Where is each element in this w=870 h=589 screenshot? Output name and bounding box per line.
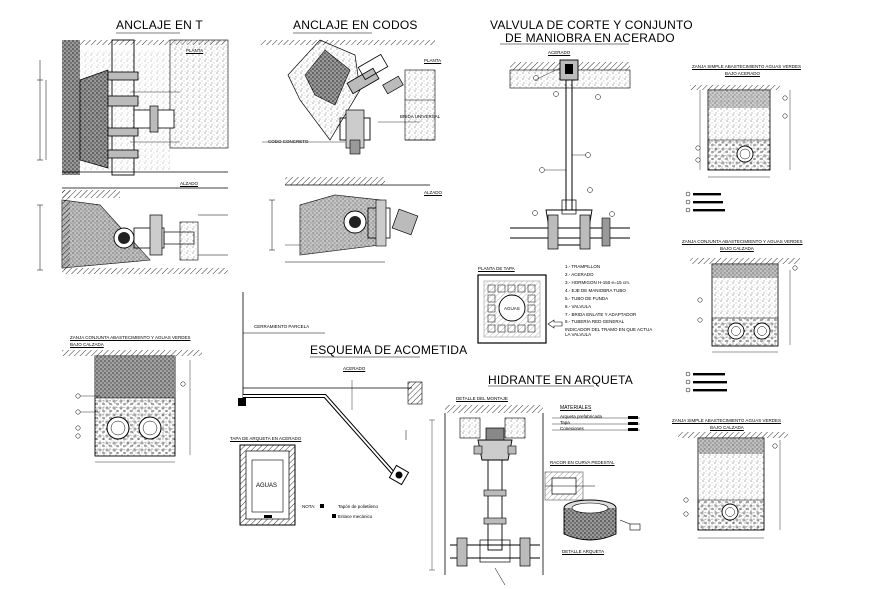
material-row: Arqueta prefabricada: [560, 414, 603, 419]
label-bajo-calzada-left: BAJO CALZADA: [70, 342, 104, 347]
label-planta-tapa: PLANTA DE TAPA: [478, 266, 515, 271]
valve-legend-item: 1.- TRAMPILLON: [565, 264, 601, 269]
label-zanja-conjunta-left: ZANJA CONJUNTA ABASTECIMIENTO Y AGUAS VE…: [70, 335, 191, 340]
racor-detail: [544, 471, 595, 501]
title-valvula-line1: VALVULA DE CORTE Y CONJUNTO: [490, 18, 693, 32]
label-alzado-codos: ALZADO: [424, 190, 443, 195]
label-acerado-valvula: ACERADO: [548, 50, 571, 55]
label-enlace: Enlace mecánico: [338, 514, 373, 519]
label-bajo-calzada-right: BAJO CALZADA: [720, 246, 754, 251]
label-nota: NOTA:: [302, 504, 316, 509]
hidrante-section: [429, 405, 544, 586]
valve-legend-item: 4.- EJE DE MANIOBRA TUBO: [565, 288, 626, 293]
label-detalle-montaje: DETALLE DEL MONTAJE: [456, 396, 508, 401]
zanja-2-legend-bars: [685, 371, 727, 393]
valve-legend-item: 8.- TUBERIA RED GENERAL: [565, 319, 625, 324]
zanja-simple-acerado: [690, 85, 791, 178]
label-zanja-simple-calzada: ZANJA SIMPLE ABASTECIMIENTO AGUAS VERDES: [672, 418, 781, 423]
planta-de-tapa: [477, 274, 547, 344]
valve-legend-note: INDICADOR DEL TRAMO EN QUE ACTUA LA VALV…: [565, 327, 653, 337]
hidrante-materials-lines: [552, 416, 640, 431]
detalle-arqueta-3d: [563, 499, 641, 541]
esquema-acometida: [238, 292, 423, 518]
valve-legend-item: 7.- BRIDA ENLATE Y ADAPTADOR: [565, 312, 637, 317]
label-planta-t: PLANTA: [186, 48, 204, 53]
label-materiales: MATERIALES: [560, 405, 592, 411]
label-zanja-conjunta-right: ZANJA CONJUNTA ABASTECIMIENTO Y AGUAS VE…: [682, 239, 803, 244]
label-union-universal: BRIDA UNIVERSAL: [400, 114, 441, 119]
anclaje-t-plan: [37, 39, 229, 176]
valve-legend-item: 5.- TUBO DE FUNDA: [565, 296, 609, 301]
material-row: Tapa: [560, 420, 570, 425]
label-acerado-esquema: ACERADO: [343, 366, 366, 371]
anclaje-codos-plan: [260, 39, 436, 155]
valve-legend-item: 3.- HORMIGON H-150 e=15 cm.: [565, 280, 631, 285]
title-valvula-line2: DE MANIOBRA EN ACERADO: [505, 31, 675, 45]
label-cerramiento: CERRAMIENTO PARCELA: [254, 324, 310, 329]
title-anclaje-codos: ANCLAJE EN CODOS: [293, 18, 418, 32]
title-hidrante: HIDRANTE EN ARQUETA: [488, 373, 633, 387]
valve-legend-item: 6.- VALVULA: [565, 304, 592, 309]
zanja-conjunta-left: [62, 350, 202, 463]
label-codo-concreto: CODO CONCRETO: [268, 139, 309, 144]
anclaje-codos-elevation: [269, 177, 430, 263]
label-tapa-arqueta: TAPA DE ARQUETA EN ACERADO: [230, 436, 302, 441]
zanja-conjunta-calzada-right: [690, 258, 800, 353]
valve-legend-arrow: [547, 319, 563, 329]
valve-legend-item: 2.- ACERADO: [565, 272, 594, 277]
title-anclaje-ent: ANCLAJE EN T: [116, 18, 203, 32]
label-tapon: Tapón de polietileno: [338, 504, 379, 509]
zanja-1-legend-bars: [685, 191, 725, 213]
label-detalle-arqueta: DETALLE ARQUETA: [562, 549, 605, 554]
tapa-arqueta: [239, 444, 296, 526]
label-racor: RACOR EN CURVA PEDESTAL: [550, 460, 615, 465]
material-row: Conexiones: [560, 426, 584, 431]
label-aguas-arqueta: AGUAS: [256, 483, 278, 489]
title-esquema-acometida: ESQUEMA DE ACOMETIDA: [310, 343, 468, 357]
valvula-section: [509, 59, 631, 250]
anclaje-t-elevation: [37, 187, 228, 274]
label-zanja-simple-acerado: ZANJA SIMPLE ABASTECIMIENTO AGUAS VERDES: [692, 64, 801, 69]
label-bajo-calzada-simple: BAJO CALZADA: [710, 425, 744, 430]
label-aguas-tapa: AGUAS: [504, 306, 520, 311]
label-bajo-acerado: BAJO ACERADO: [725, 71, 761, 76]
zanja-simple-calzada-right: [678, 432, 788, 539]
label-planta-codos: PLANTA: [424, 58, 442, 63]
label-alzado-t: ALZADO: [180, 181, 199, 186]
